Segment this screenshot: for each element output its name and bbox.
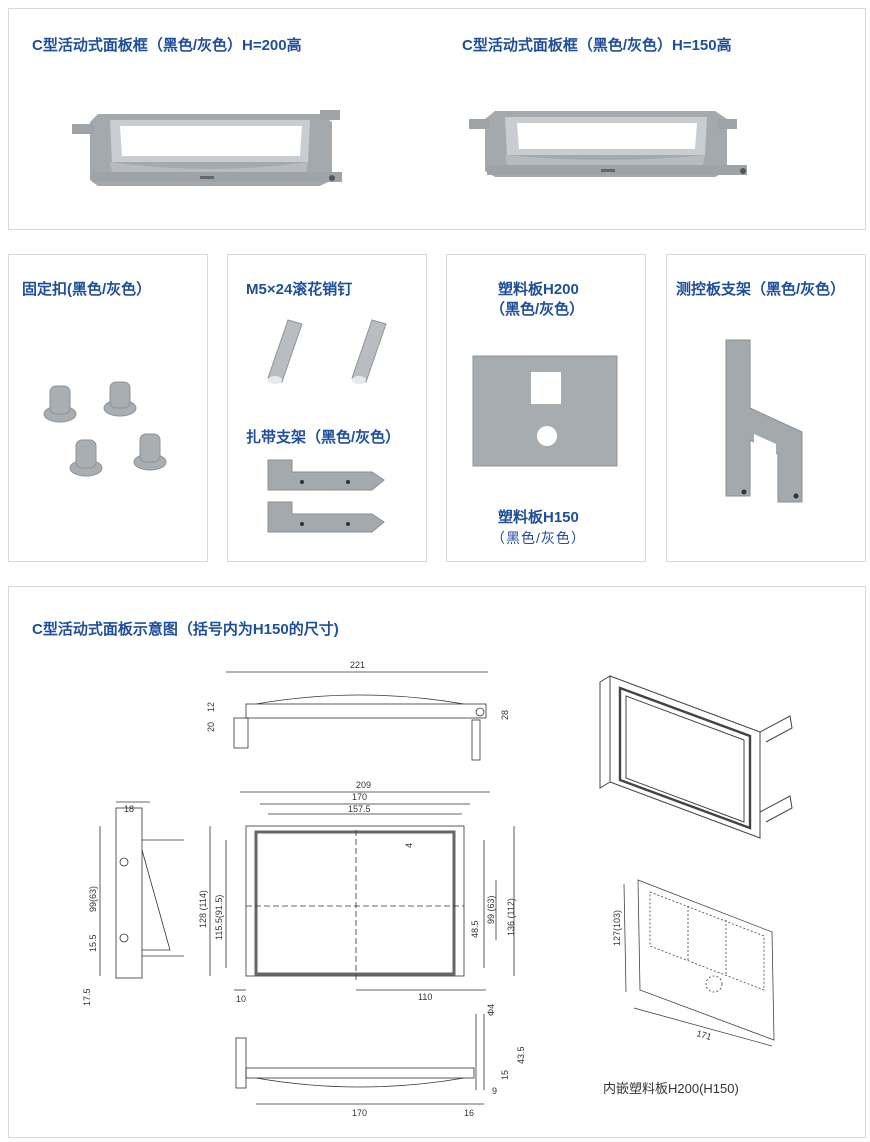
- dim-99-63: 99(63): [88, 886, 98, 912]
- dim-127: 127(103): [612, 910, 622, 946]
- diagram-title: C型活动式面板示意图（括号内为H150的尺寸): [32, 621, 339, 638]
- dim-12: 12: [206, 702, 216, 712]
- dim-157-5: 157.5: [348, 804, 371, 814]
- dim-171: 171: [695, 1028, 712, 1042]
- pin-image: [267, 319, 387, 384]
- dim-110: 110: [418, 992, 432, 1002]
- dim-9: 9: [492, 1086, 497, 1096]
- dim-221: 221: [350, 660, 365, 670]
- isometric-frame-image: [599, 675, 793, 839]
- dim-15: 15: [500, 1070, 510, 1080]
- dim-17-5: 17.5: [82, 988, 92, 1006]
- dim-28: 28: [500, 710, 510, 720]
- dim-10: 10: [236, 994, 246, 1004]
- dim-43-5: 43.5: [516, 1046, 526, 1064]
- frame-h150-title: C型活动式面板框（黑色/灰色）H=150高: [462, 37, 732, 54]
- inner-plate-image: 127(103) 171: [612, 879, 775, 1047]
- control-bracket-card: [666, 254, 866, 562]
- dim-115-5: 115.5(91.5): [214, 895, 224, 940]
- technical-drawing: 221 12 20 28 209 170 157.5 4 128 (114) 1…: [82, 660, 526, 1118]
- control-bracket-title: 测控板支架（黑色/灰色）: [676, 281, 846, 298]
- frame-h200-title: C型活动式面板框（黑色/灰色）H=200高: [32, 37, 302, 54]
- plate-image: [472, 355, 618, 467]
- pin-title: M5×24滚花销钉: [246, 281, 353, 298]
- frame-h200-image: [72, 110, 342, 186]
- dim-18: 18: [124, 804, 134, 814]
- dim-phi4: Φ4: [486, 1004, 496, 1016]
- dim-170-bottom: 170: [352, 1108, 367, 1118]
- dim-209: 209: [356, 780, 371, 790]
- control-bracket-image: [725, 339, 803, 503]
- plate-h150-title: 塑料板H150: [498, 509, 579, 526]
- dim-136: 136 (112): [506, 898, 516, 936]
- tie-bracket-title: 扎带支架（黑色/灰色）: [246, 429, 401, 446]
- frame-h150-image: [469, 111, 747, 177]
- dim-99: 99 (63): [486, 895, 496, 924]
- plate-h200-title: 塑料板H200: [498, 281, 579, 298]
- diagram-panel: [8, 586, 866, 1138]
- plate-h150-color: （黑色/灰色）: [491, 530, 586, 546]
- fix-clip-title: 固定扣(黑色/灰色）: [22, 281, 152, 298]
- dim-15-5: 15.5: [88, 934, 98, 952]
- dim-128: 128 (114): [198, 890, 208, 928]
- pin-card: [227, 254, 427, 562]
- tie-bracket-image: [267, 459, 385, 533]
- dim-4: 4: [404, 843, 414, 848]
- dim-16: 16: [464, 1108, 474, 1118]
- plate-h200-color: （黑色/灰色）: [490, 301, 585, 318]
- fix-clip-image: [43, 381, 167, 477]
- inner-plate-caption: 内嵌塑料板H200(H150): [603, 1081, 739, 1096]
- dim-48-5: 48.5: [470, 920, 480, 938]
- dim-20: 20: [206, 722, 216, 732]
- dim-170: 170: [352, 792, 367, 802]
